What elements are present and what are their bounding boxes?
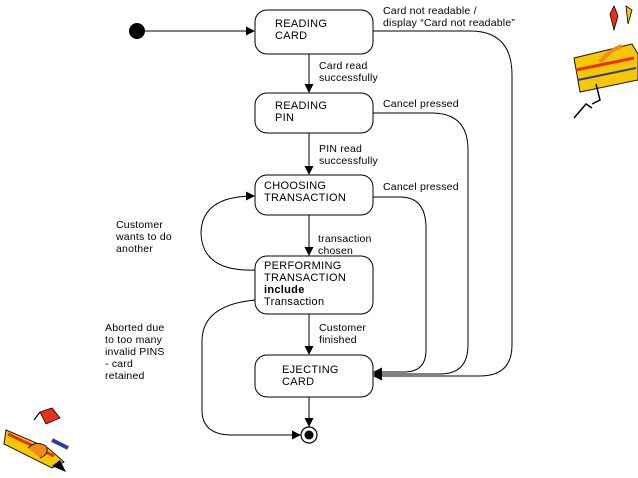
transition-label: to too many [105,334,163,346]
pencil-clipart-bottom-left [3,407,69,472]
edge-customer-wants-another [200,191,256,271]
state-performing-transaction: PERFORMING TRANSACTION include Transacti… [254,255,374,315]
svg-text:Card not readable /: Card not readable / [383,5,477,17]
state-line: TRANSACTION [264,192,346,204]
state-line: EJECTING [282,364,339,376]
svg-text:transaction: transaction [318,233,372,245]
svg-text:Card read: Card read [319,60,368,72]
svg-text:Customer: Customer [116,219,163,231]
svg-text:Cancel pressed: Cancel pressed [383,98,459,110]
initial-state [129,23,145,39]
svg-text:TRANSACTION: TRANSACTION [264,192,346,204]
transition-label: display “Card not readable” [383,17,515,29]
state-line: READING [275,18,327,30]
svg-text:TRANSACTION: TRANSACTION [264,272,346,284]
state-choosing-transaction: CHOOSING TRANSACTION [254,174,374,216]
svg-text:Cancel pressed: Cancel pressed [383,181,459,193]
transition-label: Card not readable / [383,5,477,17]
svg-text:wants to do: wants to do [115,231,172,243]
transition-label: Cancel pressed [383,98,459,110]
state-keyword: include [264,284,305,296]
svg-text:CHOOSING: CHOOSING [264,180,326,192]
svg-text:include: include [264,284,305,296]
transition-label: another [116,243,153,255]
svg-text:to too many: to too many [105,334,163,346]
svg-text:- card: - card [105,358,133,370]
state-line: READING [275,100,327,112]
pencil-clipart-top-right [573,5,638,119]
svg-text:successfully: successfully [319,72,379,84]
state-line: CHOOSING [264,180,326,192]
state-line: CARD [282,376,314,388]
svg-text:display “Card not readable”: display “Card not readable” [383,17,515,29]
svg-text:retained: retained [105,370,145,382]
svg-text:PERFORMING: PERFORMING [264,260,342,272]
state-line: PIN [275,112,294,124]
transition-label: chosen [318,245,353,257]
svg-text:finished: finished [319,334,357,346]
transition-label: invalid PINS [105,346,165,358]
svg-text:another: another [116,243,153,255]
svg-text:EJECTING: EJECTING [282,364,339,376]
state-reading-card: READING CARD [254,9,374,55]
svg-text:invalid PINS: invalid PINS [105,346,165,358]
state-ejecting-card: EJECTING CARD [254,354,374,398]
final-state [300,426,318,444]
transition-label: wants to do [115,231,172,243]
transition-label: - card [105,358,133,370]
svg-text:Aborted due: Aborted due [105,322,164,334]
transition-label: transaction [318,233,372,245]
state-reading-pin: READING PIN [254,92,374,134]
transition-label: Customer [319,322,366,334]
svg-text:PIN: PIN [275,112,294,124]
svg-text:chosen: chosen [318,245,353,257]
svg-text:READING: READING [275,100,327,112]
edge-cancel-choosing [373,196,427,377]
transition-label: retained [105,370,145,382]
svg-text:successfully: successfully [319,155,379,167]
svg-text:Customer: Customer [319,322,366,334]
transition-label: successfully [319,72,379,84]
transition-label: successfully [319,155,379,167]
svg-text:Transaction: Transaction [264,296,324,308]
state-line: PERFORMING [264,260,342,272]
state-line: TRANSACTION [264,272,346,284]
edge-card-not-readable [373,30,513,381]
edge-aborted [201,299,301,440]
edge-cancel-reading-pin [373,112,469,379]
state-line: CARD [275,30,307,42]
transition-label: finished [319,334,357,346]
transition-label: Aborted due [105,322,164,334]
transition-label: PIN read [319,143,362,155]
transition-label: Customer [116,219,163,231]
state-line: Transaction [264,296,324,308]
svg-text:PIN read: PIN read [319,143,362,155]
svg-text:CARD: CARD [275,30,307,42]
svg-text:CARD: CARD [282,376,314,388]
svg-text:READING: READING [275,18,327,30]
transition-label: Cancel pressed [383,181,459,193]
transition-label: Card read [319,60,368,72]
